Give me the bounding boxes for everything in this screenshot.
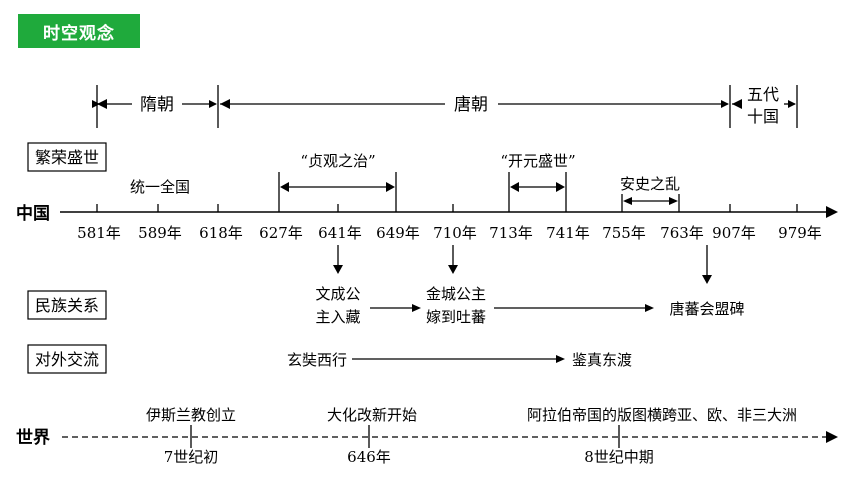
wencheng-line2: 主入藏 [315, 308, 360, 326]
anshi-label: 安史之乱 [620, 175, 680, 193]
taika-label: 大化改新开始 [327, 406, 417, 424]
anshi-arrowhead-right [669, 197, 678, 205]
zhenguan-label: “贞观之治” [300, 152, 375, 170]
year-649: 649年 [376, 224, 420, 242]
arab-label: 阿拉伯帝国的版图横跨亚、欧、非三大洲 [527, 406, 797, 424]
sui-arrowhead-left [97, 99, 107, 109]
prosperity-label: 繁荣盛世 [35, 148, 99, 167]
tang-label: 唐朝 [454, 94, 488, 115]
world-axis-arrowhead [826, 431, 838, 443]
wencheng-line1: 文成公 [315, 285, 360, 303]
taika-date: 646年 [347, 448, 391, 466]
year-907: 907年 [712, 224, 756, 242]
jincheng-line1: 金城公主 [426, 285, 486, 303]
tablet-label: 唐蕃会盟碑 [669, 300, 744, 318]
year-763: 763年 [660, 224, 704, 242]
china-axis-arrowhead [826, 206, 838, 218]
foreign-box [27, 344, 107, 374]
china-axis-ticks [96, 204, 798, 212]
five-dynasties-arrowhead-left [732, 99, 742, 109]
tang-arrowhead-left [220, 99, 230, 109]
ethnic-box [27, 290, 107, 320]
jincheng-line2: 嫁到吐蕃 [426, 308, 486, 326]
unification-label: 统一全国 [130, 178, 190, 196]
year-627: 627年 [259, 224, 303, 242]
kaiyuan-arrowhead-left [510, 182, 519, 192]
islam-label: 伊斯兰教创立 [146, 406, 236, 424]
zhenguan-arrowhead-right [386, 182, 395, 192]
kaiyuan-label: “开元盛世” [500, 152, 575, 170]
ethnic-arrowhead-2 [645, 304, 654, 312]
year-755: 755年 [602, 224, 646, 242]
jianzhen-label: 鉴真东渡 [572, 351, 632, 369]
prosperity-box [27, 142, 107, 172]
year-618: 618年 [199, 224, 243, 242]
dynasty-bar [92, 85, 798, 128]
china-axis-label: 中国 [16, 203, 50, 224]
down-arrowhead-763 [702, 275, 712, 284]
down-arrowhead-641 [333, 265, 343, 274]
year-713: 713年 [489, 224, 533, 242]
world-axis-label: 世界 [16, 428, 50, 448]
five-dynasties-label-2: 十国 [747, 107, 779, 126]
year-710: 710年 [433, 224, 477, 242]
ethnic-label: 民族关系 [35, 296, 99, 315]
foreign-label: 对外交流 [35, 350, 99, 369]
year-741: 741年 [546, 224, 590, 242]
kaiyuan-arrowhead-right [556, 182, 565, 192]
page-title: 时空观念 [18, 14, 140, 48]
foreign-arrowhead [556, 355, 565, 363]
islam-date: 7世纪初 [164, 448, 219, 466]
year-641: 641年 [318, 224, 362, 242]
year-979: 979年 [778, 224, 822, 242]
zhenguan-arrowhead-left [280, 182, 289, 192]
down-arrowhead-710 [448, 265, 458, 274]
year-581: 581年 [77, 224, 121, 242]
five-dynasties-label-1: 五代 [747, 85, 779, 104]
sui-label: 隋朝 [140, 95, 174, 115]
xuanzang-label: 玄奘西行 [287, 351, 347, 369]
anshi-arrowhead-left [623, 197, 632, 205]
arab-date: 8世纪中期 [584, 448, 654, 466]
ethnic-arrowhead-1 [412, 304, 421, 312]
year-589: 589年 [138, 224, 182, 242]
